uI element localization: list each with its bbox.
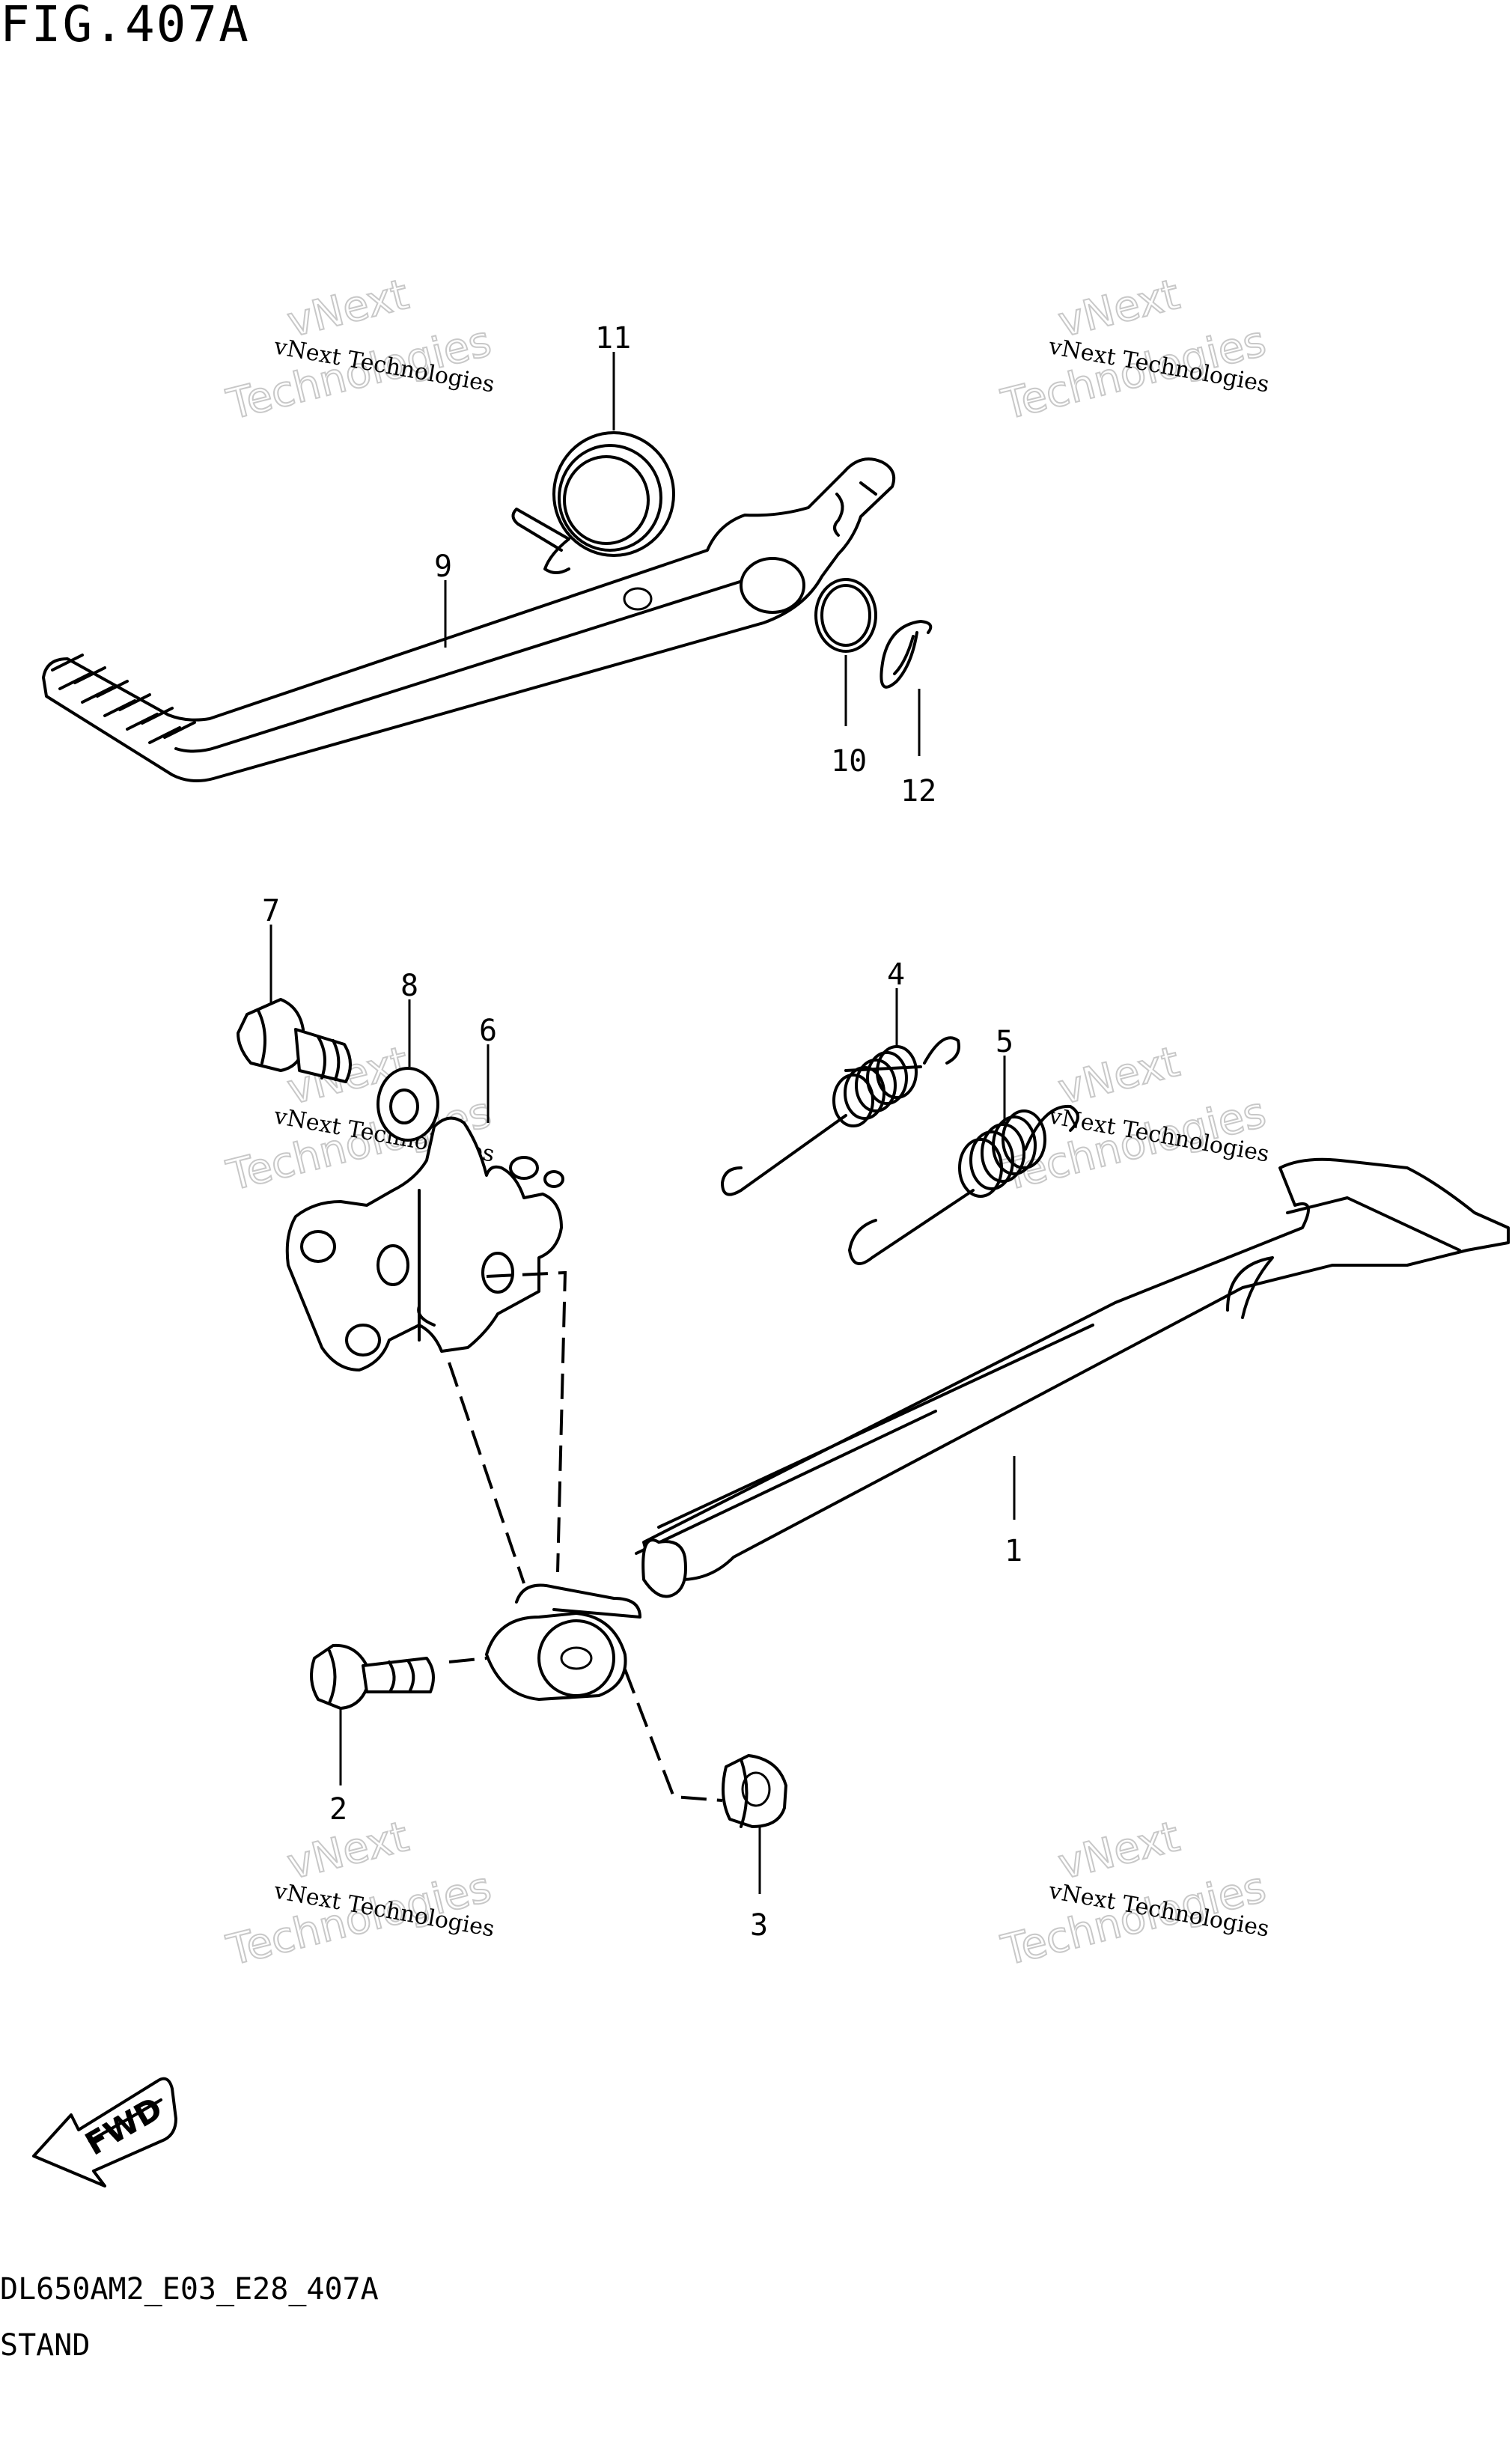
part-12-circlip: [880, 620, 933, 689]
callout-5: 5: [996, 1025, 1013, 1059]
callout-10: 10: [831, 744, 867, 779]
svg-text:vNext: vNext: [1054, 1038, 1184, 1115]
callout-12: 12: [900, 774, 936, 809]
callout-9: 9: [434, 549, 452, 584]
watermark-bottom-right: vNext Technologies vNext Technologies: [996, 1812, 1272, 1976]
part-2-stand-bolt: [310, 1643, 435, 1710]
part-1-side-stand: [485, 1157, 1510, 1701]
svg-text:vNext: vNext: [1054, 270, 1184, 347]
callout-3: 3: [750, 1908, 768, 1943]
callout-1: 1: [1005, 1534, 1022, 1568]
part-3-nut: [722, 1754, 787, 1828]
watermark-top-right: vNext Technologies vNext Technologies: [996, 270, 1272, 430]
figure-title: FIG.407A: [0, 0, 250, 53]
callout-8: 8: [400, 969, 418, 1003]
leader-lines: [269, 352, 1016, 1894]
part-8-washer: [377, 1067, 439, 1142]
callout-4: 4: [887, 957, 905, 992]
svg-text:vNext: vNext: [283, 270, 413, 347]
part-5-spring: [848, 1104, 1079, 1265]
part-11-return-spring: [511, 431, 675, 574]
callout-11: 11: [595, 321, 631, 356]
callout-7: 7: [262, 894, 280, 928]
part-10-o-ring: [814, 578, 877, 653]
part-7-bolt: [237, 998, 352, 1083]
part-4-spring: [721, 1036, 960, 1196]
fwd-arrow-icon: FWD: [32, 2077, 177, 2187]
watermark-bottom-left: vNext Technologies vNext Technologies: [222, 1812, 497, 1976]
figure-name: STAND: [0, 2328, 91, 2363]
svg-text:vNext: vNext: [1054, 1812, 1184, 1890]
figure-code: DL650AM2_E03_E28_407A: [0, 2272, 379, 2307]
svg-text:vNext: vNext: [283, 1812, 413, 1890]
callout-2: 2: [329, 1792, 347, 1827]
assembly-dashed-lines: [448, 1270, 723, 1802]
brake-pedal-tread: [51, 654, 196, 744]
watermark-top-left: vNext Technologies vNext Technologies: [222, 270, 497, 430]
part-9-brake-pedal: [42, 457, 896, 783]
callout-6: 6: [479, 1014, 497, 1048]
part-6-stand-bracket: [285, 1116, 564, 1371]
